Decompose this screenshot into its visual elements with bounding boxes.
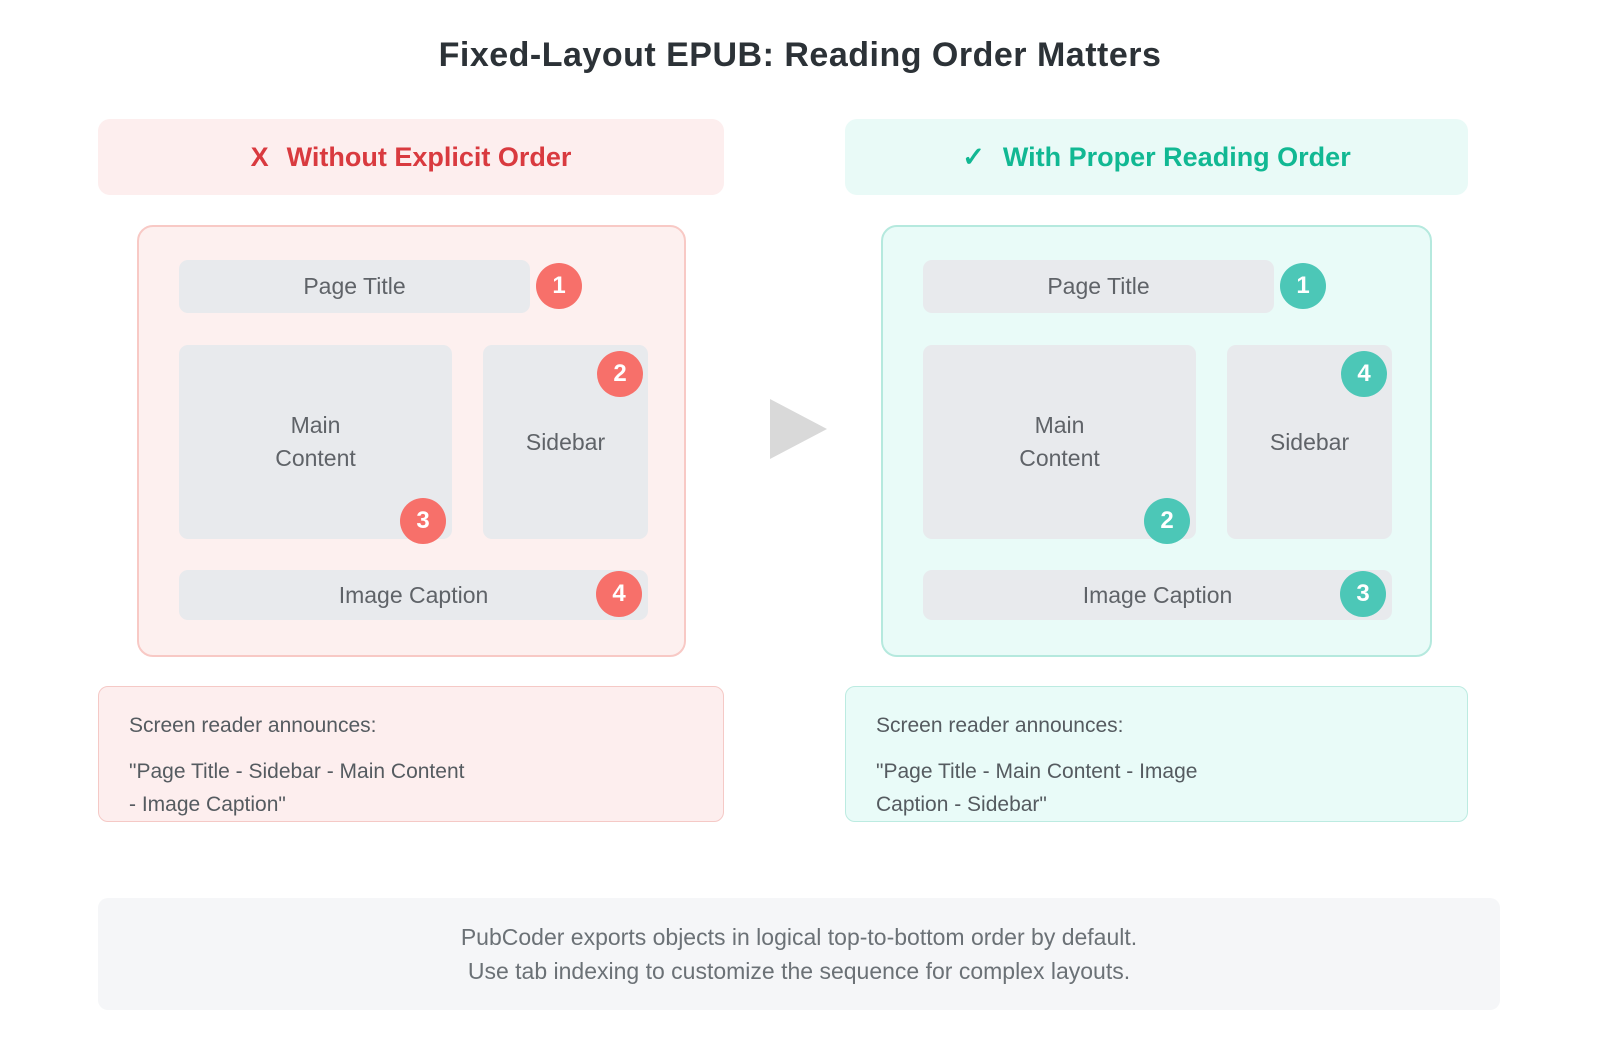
sidebar-block-label: Sidebar — [525, 428, 606, 455]
diagram-title: Fixed-Layout EPUB: Reading Order Matters — [438, 36, 1162, 74]
main-content-block-label: Main Content — [275, 411, 356, 471]
page-title-block: Page Title — [179, 260, 530, 313]
right-arrow-icon — [770, 399, 827, 459]
page-title-block-label: Page Title — [303, 273, 406, 299]
with-order-header: ✓ With Proper Reading Order — [845, 119, 1468, 195]
main-content-block: Main Content — [179, 345, 452, 539]
screen-reader-heading: Screen reader announces: — [876, 714, 1124, 737]
order-badge-main-content: 3 — [400, 498, 446, 544]
screen-reader-announcement-line-1: "Page Title - Main Content - Image — [876, 760, 1198, 783]
order-badge-sidebar: 4 — [1341, 351, 1387, 397]
wireframe-with-order: Page Title Main Content Sidebar Image Ca… — [881, 225, 1432, 657]
page-title-block: Page Title — [923, 260, 1274, 313]
screen-reader-box-with-order: Screen reader announces: "Page Title - M… — [845, 686, 1468, 822]
image-caption-block: Image Caption — [923, 570, 1392, 620]
screen-reader-heading: Screen reader announces: — [129, 714, 377, 737]
order-badge-main-content: 2 — [1144, 498, 1190, 544]
screen-reader-announcement-line-1: "Page Title - Sidebar - Main Content — [129, 760, 465, 783]
footer-note: PubCoder exports objects in logical top-… — [98, 898, 1500, 1010]
order-badge-image-caption: 4 — [596, 571, 642, 617]
x-icon: X — [250, 141, 269, 172]
footer-note-line-2: Use tab indexing to customize the sequen… — [467, 958, 1131, 984]
order-badge-page-title: 1 — [1280, 263, 1326, 309]
checkmark-icon: ✓ — [962, 141, 985, 172]
screen-reader-announcement-line-2: - Image Caption" — [129, 793, 286, 816]
main-content-block-label: Main Content — [1019, 411, 1100, 471]
order-badge-page-title: 1 — [536, 263, 582, 309]
wireframe-without-order: Page Title Main Content Sidebar Image Ca… — [137, 225, 686, 657]
screen-reader-box-without-order: Screen reader announces: "Page Title - S… — [98, 686, 724, 822]
sidebar-block-label: Sidebar — [1269, 428, 1350, 455]
screen-reader-announcement-line-2: Caption - Sidebar" — [876, 793, 1047, 816]
image-caption-block-label: Image Caption — [338, 581, 489, 608]
order-badge-image-caption: 3 — [1340, 571, 1386, 617]
with-order-header-label: With Proper Reading Order — [1002, 141, 1351, 172]
order-badge-sidebar: 2 — [597, 351, 643, 397]
without-order-header: X Without Explicit Order — [98, 119, 724, 195]
without-order-header-label: Without Explicit Order — [286, 141, 572, 172]
page-title-block-label: Page Title — [1047, 273, 1150, 299]
image-caption-block-label: Image Caption — [1082, 581, 1233, 608]
image-caption-block: Image Caption — [179, 570, 648, 620]
footer-note-line-1: PubCoder exports objects in logical top-… — [460, 924, 1138, 950]
